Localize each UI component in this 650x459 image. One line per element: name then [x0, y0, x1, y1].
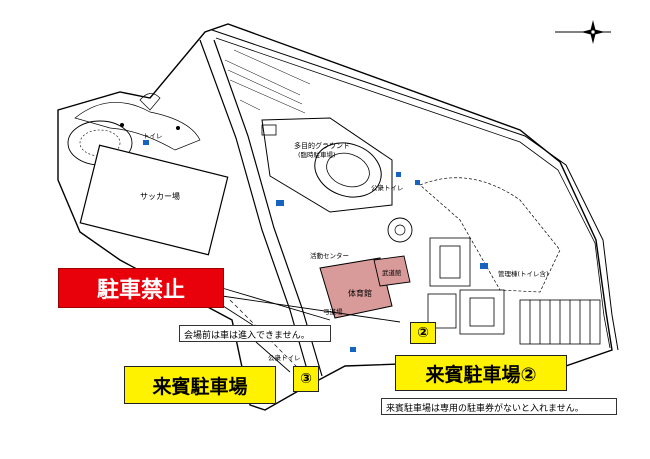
gymnasium-label: 体育館 — [348, 288, 372, 298]
guest-parking-3-callout: 来賓駐車場 — [124, 366, 276, 404]
garden-area — [67, 93, 201, 166]
temporary-parking-label: (臨時駐車場) — [298, 150, 336, 159]
center-label: 活動センター — [310, 251, 349, 260]
upper-parking — [224, 49, 311, 114]
right-parking — [519, 299, 601, 345]
management-building-label: 管理棟(トイレ含) — [498, 269, 549, 278]
no-parking-callout: 駐車禁止 — [58, 268, 224, 308]
round-plaza — [387, 217, 413, 243]
forest-area — [419, 177, 561, 293]
public-toilet-2-label: 公衆トイレ — [268, 353, 301, 362]
blue-markers — [143, 140, 488, 352]
parking-3-marker: ③ — [293, 366, 319, 392]
ticket-required-note: 来賓駐車場は専用の駐車券がないと入れません。 — [381, 398, 617, 415]
outer-road — [211, 29, 619, 351]
dashed-boundary — [229, 299, 301, 371]
toilet-label: トイレ — [143, 132, 163, 140]
compass-rose-icon — [555, 20, 611, 44]
tennis-courts — [427, 237, 505, 335]
martial-arts-building — [373, 255, 411, 287]
martial-arts-label: 武道館 — [382, 268, 402, 277]
public-toilet-label: 公衆トイレ — [371, 183, 404, 192]
multipurpose-ground — [261, 117, 393, 213]
guest-parking-2-callout: 来賓駐車場② — [395, 355, 567, 391]
no-entry-note: 会場前は車は進入できません。 — [179, 325, 331, 342]
outer-road-2 — [215, 37, 611, 349]
parking-2-marker: ② — [410, 322, 436, 344]
archery-label: 弓道場 — [323, 307, 343, 316]
gymnasium-building — [319, 257, 393, 319]
multipurpose-ground-label: 多目的グラウンド — [294, 141, 350, 150]
soccer-field — [79, 144, 229, 256]
soccer-field-label: サッカー場 — [140, 191, 180, 201]
